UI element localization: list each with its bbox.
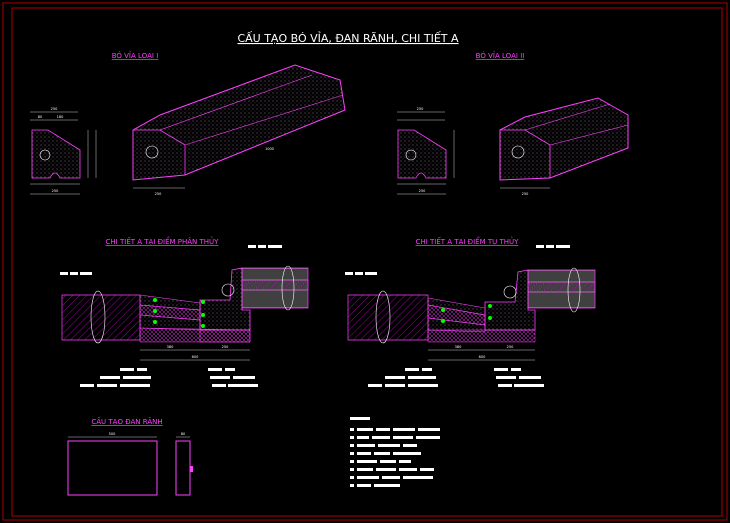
dim-iso-250: 250: [155, 192, 162, 196]
dim-top-80: 80: [38, 115, 42, 119]
dim2-top-250: 250: [417, 107, 424, 111]
detail-a-divide-label: CHI TIẾT A TẠI ĐIỂM PHÂN THỦY: [106, 236, 220, 246]
curb-type-2-section: 250 250: [397, 107, 455, 195]
dim2-iso-250: 250: [522, 192, 529, 196]
dim-slab-thk: 80: [181, 432, 185, 436]
dim-bottom-250: 250: [52, 189, 59, 193]
dim-slab-500: 500: [109, 432, 116, 436]
dim-a2-250: 250: [507, 345, 514, 349]
inner-frame: [11, 7, 723, 517]
dim-top-250: 250: [51, 107, 58, 111]
curb-type-1-label: BÓ VỈA LOẠI I: [112, 51, 159, 60]
dim-top-180: 180: [57, 115, 64, 119]
gutter-slab-section: 80: [175, 432, 193, 496]
detail-a-low-section: 380 250 600: [345, 245, 596, 387]
dim-length-1000: 1000: [265, 147, 274, 151]
curb-type-1-section: 250 80 180 250: [30, 107, 97, 195]
detail-a-low-label: CHI TIẾT A TẠI ĐIỂM TỤ THỦY: [416, 236, 520, 246]
detail-a-divide-section: 380 250 600: [60, 245, 309, 387]
notes-block: [350, 417, 440, 487]
gutter-slab-label: CẤU TẠO ĐAN RÃNH: [91, 416, 162, 426]
dim2-bottom-250: 250: [419, 189, 426, 193]
gutter-slab-plan: 500: [67, 432, 158, 496]
curb-type-2-isometric: 250: [499, 97, 629, 196]
drawing-title: CẤU TẠO BÓ VỈA, ĐAN RÃNH, CHI TIẾT A: [237, 31, 459, 45]
curb-type-1-isometric: 1000 250: [132, 64, 346, 196]
dim-a1-600: 600: [192, 355, 199, 359]
curb-type-2-label: BÓ VỈA LOẠI II: [476, 51, 525, 60]
dim-a2-380: 380: [455, 345, 462, 349]
dim-a1-380: 380: [167, 345, 174, 349]
dim-a2-600: 600: [479, 355, 486, 359]
dim-a1-250: 250: [222, 345, 229, 349]
